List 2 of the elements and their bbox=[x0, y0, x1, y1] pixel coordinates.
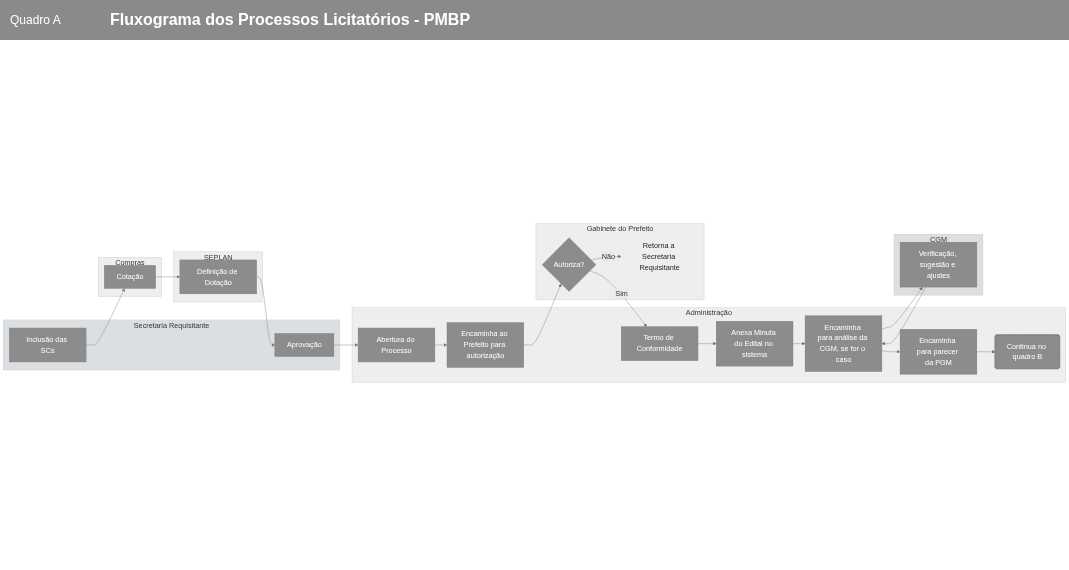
diagram-title: Fluxograma dos Processos Licitatórios - PMBP bbox=[110, 11, 471, 29]
board-label: Quadro A bbox=[9, 13, 62, 27]
